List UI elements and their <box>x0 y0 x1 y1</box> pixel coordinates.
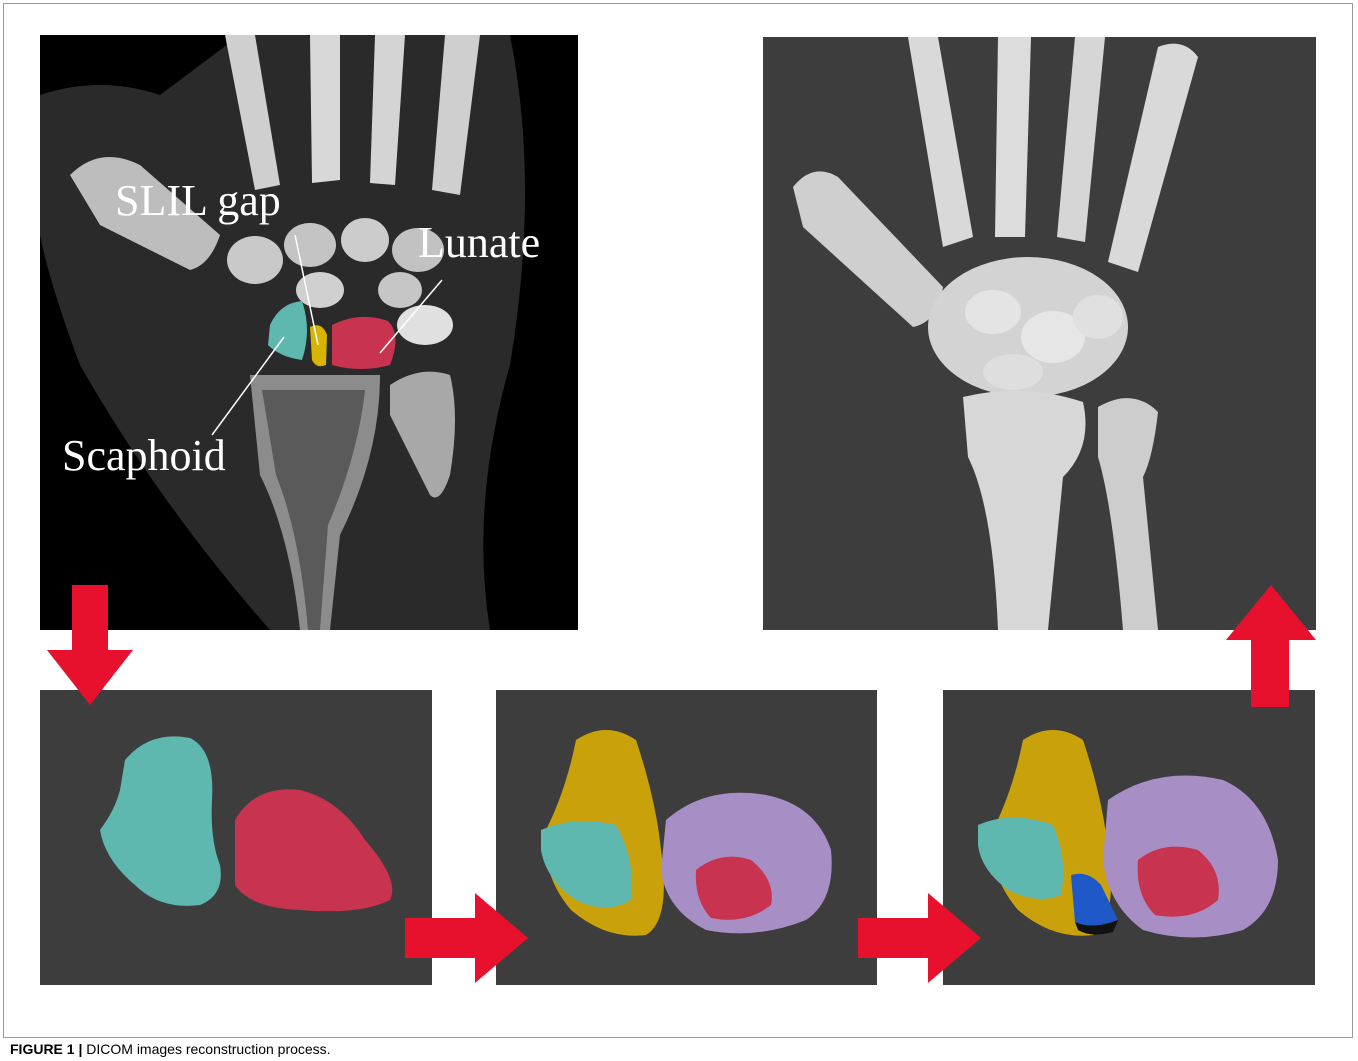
scaphoid-lunate-model-panel <box>40 690 432 985</box>
arrow-right-icon <box>405 893 530 983</box>
figure-caption: FIGURE 1 | DICOM images reconstruction p… <box>10 1041 331 1057</box>
gap-model-panel <box>943 690 1315 985</box>
figure-caption-text: DICOM images reconstruction process. <box>86 1041 330 1057</box>
lunate-segment <box>332 317 396 369</box>
arrow-up-icon <box>1224 585 1318 709</box>
arrow-down-icon <box>45 585 135 707</box>
shell-model-panel <box>496 690 877 985</box>
ct-scan-image: SLIL gap Lunate Scaphoid <box>40 35 578 630</box>
label-slil-gap: SLIL gap <box>115 176 281 225</box>
gap-model <box>943 690 1315 985</box>
scaphoid-lunate-model <box>40 690 432 985</box>
arrow-right-icon <box>858 893 983 983</box>
hand-3d-model-panel <box>763 37 1316 630</box>
label-lunate: Lunate <box>418 218 540 267</box>
shell-model <box>496 690 877 985</box>
hand-3d-model <box>763 37 1316 630</box>
figure-caption-label: FIGURE 1 | <box>10 1041 82 1057</box>
label-scaphoid: Scaphoid <box>62 431 226 480</box>
slil-gap-segment <box>310 325 327 366</box>
ct-scan-panel: SLIL gap Lunate Scaphoid <box>40 35 578 630</box>
